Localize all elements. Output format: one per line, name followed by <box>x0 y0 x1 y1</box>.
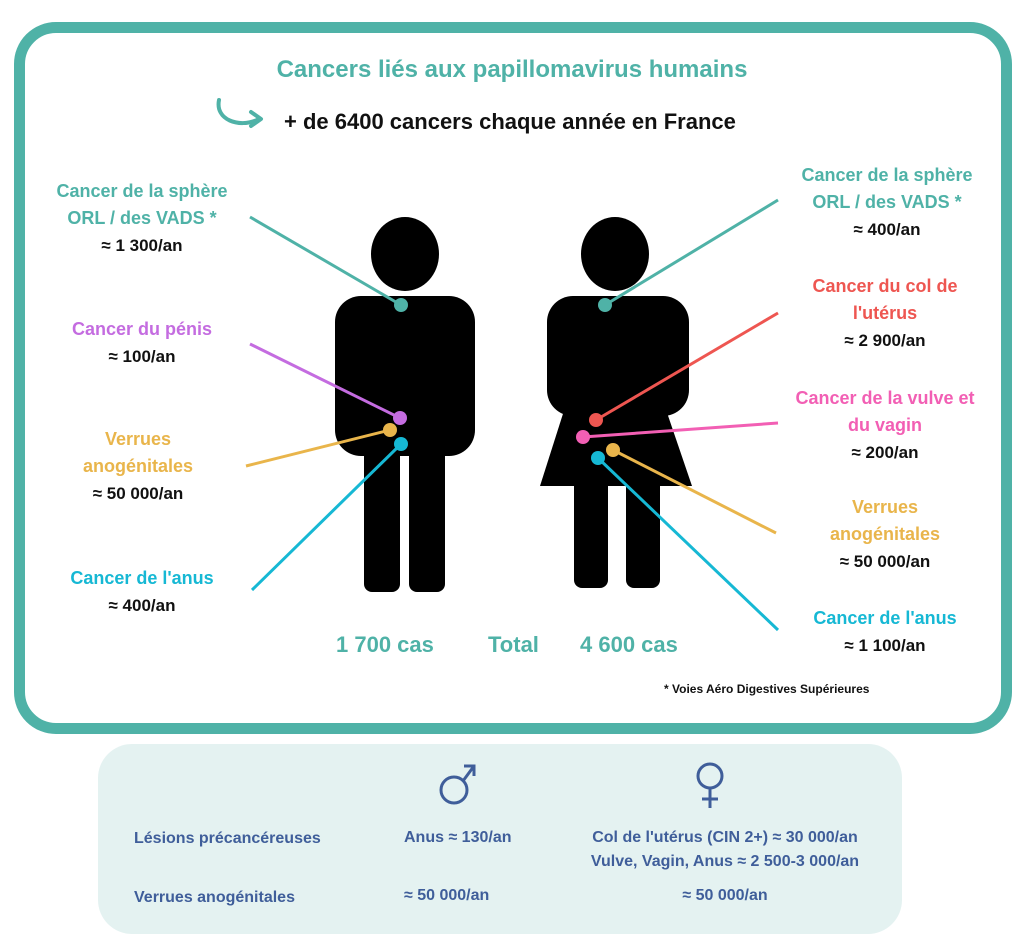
label-women-warts-line1: Verrues <box>851 497 919 517</box>
dot-men-penis <box>393 411 407 425</box>
line-men-penis <box>249 342 401 420</box>
label-men-penis: Cancer du pénis ≈ 100/an <box>44 316 240 370</box>
value-women-vulva: ≈ 200/an <box>851 443 919 462</box>
main-frame <box>14 22 1012 734</box>
total-men: 1 700 cas <box>336 632 434 657</box>
line-women-cervix <box>595 311 779 422</box>
label-women-warts: Verrues anogénitales ≈ 50 000/an <box>790 494 980 575</box>
label-men-orl-line1: Cancer de la sphère <box>56 181 228 201</box>
label-men-penis-name: Cancer du pénis <box>71 319 213 339</box>
label-women-anus-name: Cancer de l'anus <box>813 608 957 628</box>
subtitle: + de 6400 cancers chaque année en France <box>284 109 736 134</box>
dot-men-orl <box>394 298 408 312</box>
dot-women-warts <box>606 443 620 457</box>
label-women-orl-line1: Cancer de la sphère <box>801 165 973 185</box>
line-men-anus <box>250 442 403 592</box>
row-warts-label: Verrues anogénitales <box>134 889 295 906</box>
value-men-anus: ≈ 400/an <box>108 596 176 615</box>
label-women-cervix: Cancer du col de l'utérus ≈ 2 900/an <box>784 273 986 354</box>
male-symbol-icon <box>439 764 476 805</box>
row-precancer-women-line1: Col de l'utérus (CIN 2+) ≈ 30 000/an <box>592 829 858 846</box>
dot-women-cervix <box>589 413 603 427</box>
label-men-orl-line2: ORL / des VADS * <box>67 208 217 228</box>
total-label: Total <box>488 632 539 657</box>
dot-women-anus <box>591 451 605 465</box>
man-figure-icon <box>335 217 475 592</box>
label-women-orl: Cancer de la sphère ORL / des VADS * ≈ 4… <box>778 162 996 243</box>
label-men-orl: Cancer de la sphère ORL / des VADS * ≈ 1… <box>34 178 250 259</box>
row-precancer-men: Anus ≈ 130/an <box>404 829 512 846</box>
value-women-warts: ≈ 50 000/an <box>839 552 931 571</box>
line-women-warts <box>612 448 777 535</box>
page-title: Cancers liés aux papillomavirus humains <box>276 56 748 83</box>
label-men-warts: Verrues anogénitales ≈ 50 000/an <box>50 426 226 507</box>
row-precancer-women-line2: Vulve, Vagin, Anus ≈ 2 500-3 000/an <box>590 853 860 870</box>
dot-women-vulva <box>576 430 590 444</box>
value-women-orl: ≈ 400/an <box>853 220 921 239</box>
row-warts-women: ≈ 50 000/an <box>682 887 768 904</box>
label-women-warts-line2: anogénitales <box>829 524 941 544</box>
label-women-orl-line2: ORL / des VADS * <box>812 192 962 212</box>
label-men-anus: Cancer de l'anus ≈ 400/an <box>44 565 240 619</box>
label-women-vulva-line1: Cancer de la vulve et <box>795 388 975 408</box>
woman-figure-icon <box>540 217 692 588</box>
footnote: * Voies Aéro Digestives Supérieures <box>664 682 870 696</box>
label-men-warts-line1: Verrues <box>104 429 172 449</box>
line-women-vulva <box>582 421 779 439</box>
row-warts-men: ≈ 50 000/an <box>404 887 490 904</box>
label-women-anus: Cancer de l'anus ≈ 1 100/an <box>784 605 986 659</box>
line-women-orl <box>604 198 779 307</box>
label-women-cervix-line2: l'utérus <box>852 303 918 323</box>
value-men-orl: ≈ 1 300/an <box>101 236 183 255</box>
dot-women-orl <box>598 298 612 312</box>
dot-men-anus <box>394 437 408 451</box>
dot-men-warts <box>383 423 397 437</box>
value-men-penis: ≈ 100/an <box>108 347 176 366</box>
label-men-warts-line2: anogénitales <box>82 456 194 476</box>
line-men-warts <box>245 428 391 468</box>
value-women-anus: ≈ 1 100/an <box>844 636 926 655</box>
row-precancer-label: Lésions précancéreuses <box>134 830 321 847</box>
line-women-anus <box>596 456 780 632</box>
female-symbol-icon <box>696 762 724 808</box>
label-women-vulva-line2: du vagin <box>847 415 922 435</box>
total-women: 4 600 cas <box>580 632 678 657</box>
row-precancer-women: Col de l'utérus (CIN 2+) ≈ 30 000/an Vul… <box>566 826 884 874</box>
curved-arrow-icon <box>216 98 263 128</box>
label-men-anus-name: Cancer de l'anus <box>70 568 214 588</box>
label-women-cervix-line1: Cancer du col de <box>812 276 958 296</box>
precancer-panel <box>98 744 902 934</box>
value-women-cervix: ≈ 2 900/an <box>844 331 926 350</box>
value-men-warts: ≈ 50 000/an <box>92 484 184 503</box>
label-women-vulva: Cancer de la vulve et du vagin ≈ 200/an <box>776 385 994 466</box>
line-men-orl <box>249 215 402 307</box>
